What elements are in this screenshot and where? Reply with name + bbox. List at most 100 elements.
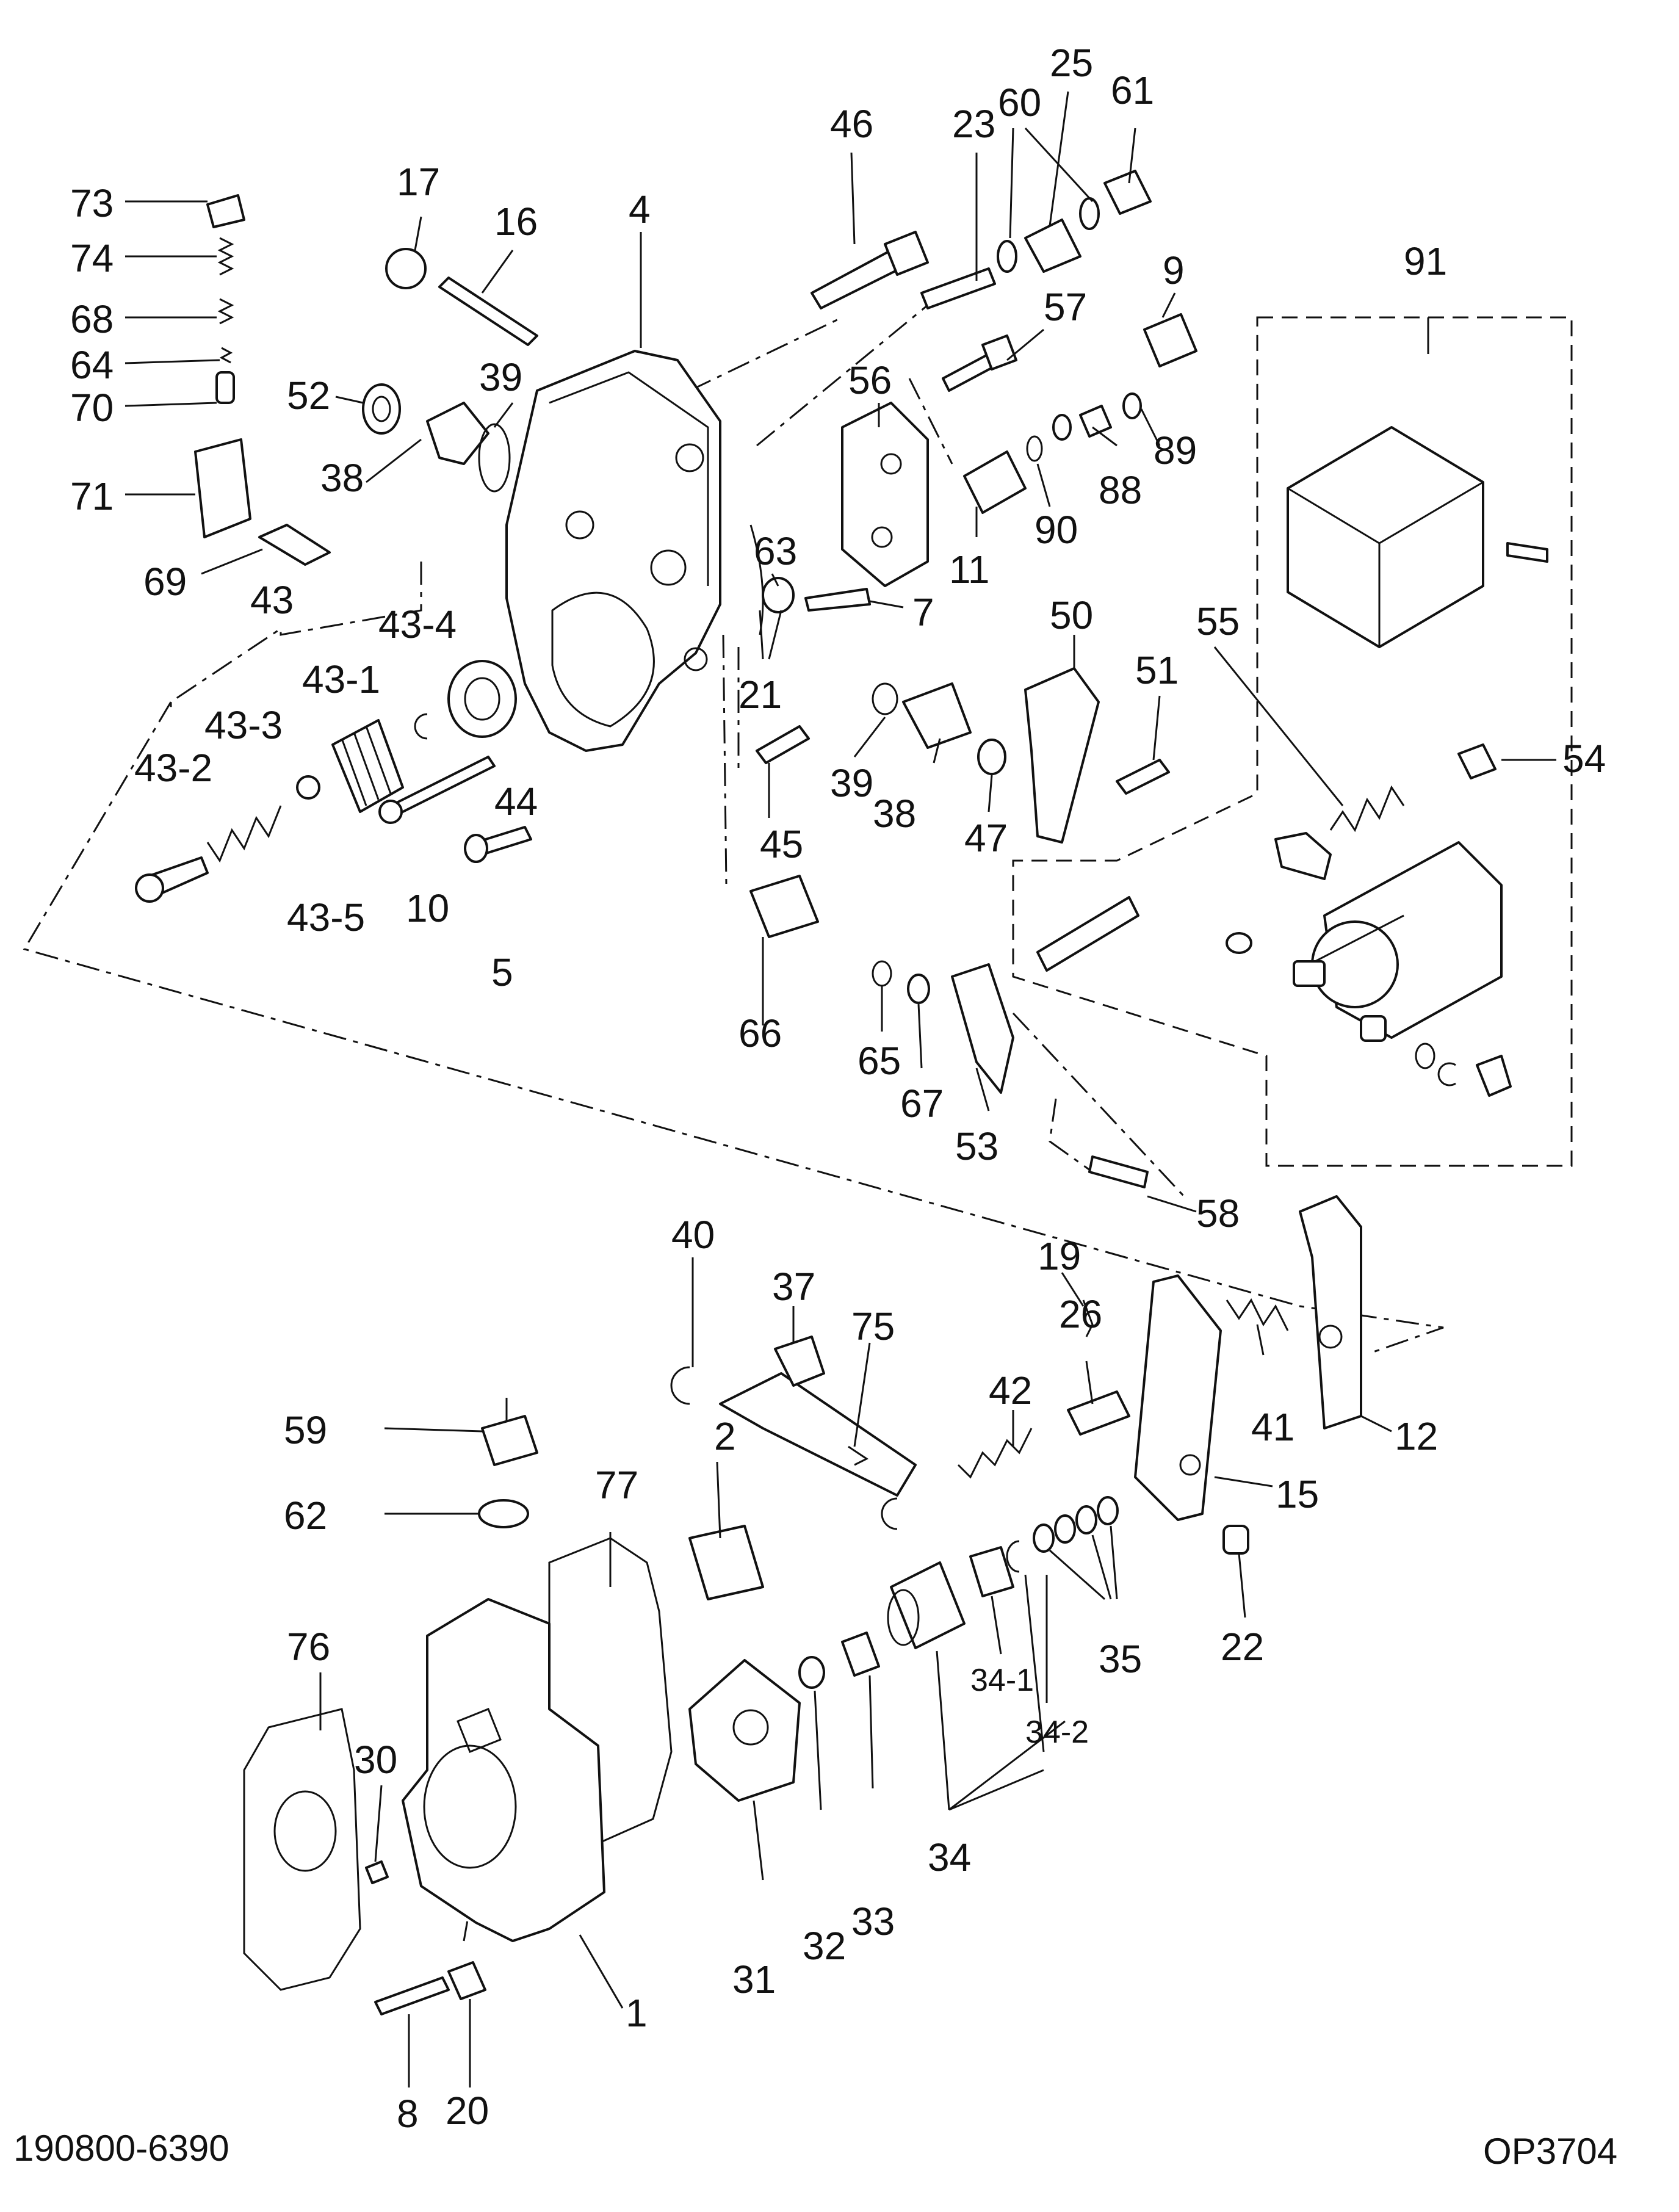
leader-lines (125, 91, 1556, 2087)
label-62: 62 (284, 1494, 327, 1538)
part-67-washer (907, 974, 930, 1004)
part-76-gasket (243, 1708, 361, 1991)
part-91-link (1293, 960, 1326, 987)
label-8: 8 (397, 2092, 419, 2136)
part-91-clip-b (1437, 1062, 1456, 1086)
part-91-washer (1226, 932, 1252, 954)
part-30-key (365, 1860, 389, 1884)
label-37: 37 (772, 1265, 815, 1309)
label-65: 65 (858, 1039, 901, 1083)
part-91-pin (1360, 1015, 1387, 1042)
label-43-3: 43-3 (204, 703, 283, 747)
center-line-66 (722, 634, 728, 886)
label-67: 67 (900, 1082, 944, 1126)
part-40-ring (670, 1366, 690, 1405)
part-39-oring-lower (872, 682, 898, 715)
part-45-bolt (756, 725, 810, 764)
part-8-stud (374, 1976, 450, 2015)
label-66: 66 (738, 1011, 782, 1055)
part-51-bolt (1116, 759, 1170, 795)
part-60-washer-a (997, 240, 1017, 273)
part-43-3-spring (206, 805, 282, 863)
part-19-spring-clip (1082, 1299, 1094, 1337)
part-58-bolt (1088, 1155, 1149, 1188)
assembly-line-43-left (23, 701, 1444, 1353)
part-88-nut (1079, 405, 1112, 438)
sheet-code: OP3704 (1483, 2131, 1618, 2172)
label-43-1: 43-1 (302, 657, 380, 701)
part-31-weight-assembly (688, 1659, 801, 1802)
label-38-upper: 38 (320, 456, 364, 500)
label-41: 41 (1251, 1405, 1294, 1449)
label-38-lower: 38 (873, 792, 916, 836)
label-7: 7 (912, 590, 934, 634)
label-17: 17 (397, 160, 440, 204)
part-2-plate (688, 1525, 764, 1600)
part-20-nut (447, 1961, 486, 2000)
label-46: 46 (830, 102, 873, 146)
label-90: 90 (1034, 508, 1078, 552)
part-75-clip (848, 1445, 868, 1466)
label-45: 45 (760, 822, 803, 866)
label-1: 1 (626, 1991, 648, 2035)
part-labels: 73 74 68 64 70 71 69 43 17 16 4 52 39 38… (70, 41, 1606, 2136)
part-47-washer (977, 739, 1006, 775)
part-44-seal (447, 660, 517, 738)
part-9-cap (1143, 313, 1197, 367)
label-30: 30 (354, 1738, 397, 1782)
label-74: 74 (70, 236, 114, 280)
part-65-oring (872, 960, 892, 987)
part-38-plug-upper (426, 402, 489, 465)
label-35: 35 (1099, 1637, 1142, 1681)
label-76: 76 (287, 1625, 330, 1669)
part-34-2-ring (1006, 1540, 1020, 1573)
part-57-bolt (942, 334, 1017, 392)
label-91: 91 (1404, 239, 1447, 283)
label-5: 5 (491, 950, 513, 994)
label-22: 22 (1221, 1625, 1264, 1669)
part-23-stud (920, 267, 996, 309)
center-line-23 (756, 304, 928, 447)
part-74-spring (217, 237, 234, 276)
label-43: 43 (250, 578, 294, 622)
part-90-oring (1026, 435, 1043, 462)
part-91-spring (1036, 896, 1139, 972)
label-68: 68 (70, 297, 114, 341)
part-43-4-clip (414, 713, 428, 740)
label-61: 61 (1111, 68, 1154, 112)
part-11-spring-sleeve (963, 450, 1027, 514)
label-57: 57 (1044, 285, 1087, 329)
label-11: 11 (949, 548, 989, 591)
label-15: 15 (1276, 1472, 1319, 1516)
part-43-2-bolt (135, 856, 209, 903)
part-91-clip-a (1415, 1043, 1435, 1069)
drawing-code: 190800-6390 (13, 2128, 229, 2169)
label-47: 47 (964, 816, 1008, 860)
label-55: 55 (1196, 599, 1240, 643)
label-77: 77 (595, 1463, 638, 1507)
part-25-sleeve (1024, 219, 1081, 273)
part-35-shims (1033, 1496, 1119, 1553)
part-41-spring (1226, 1298, 1289, 1331)
label-73: 73 (70, 181, 114, 225)
label-40: 40 (671, 1213, 715, 1257)
part-26-plate (1067, 1390, 1130, 1436)
part-22-bush (1222, 1525, 1249, 1555)
part-89-washer-b (1052, 414, 1072, 441)
label-9: 9 (1163, 248, 1185, 292)
label-21: 21 (738, 673, 782, 717)
center-line-46 (689, 316, 843, 392)
part-63-washer (762, 577, 795, 613)
part-73-clip (206, 194, 245, 228)
part-17-plug (385, 248, 427, 289)
part-55-spring (1329, 785, 1405, 833)
part-60-washer-b (1079, 197, 1100, 230)
part-91-boot (1476, 1055, 1512, 1097)
part-39-oring-upper (478, 423, 511, 493)
part-61-nut (1103, 170, 1152, 215)
label-34-2: 34-2 (1025, 1715, 1089, 1750)
label-42: 42 (989, 1368, 1032, 1412)
label-89: 89 (1154, 428, 1197, 472)
part-37-shaft (719, 1336, 917, 1497)
label-71: 71 (70, 474, 114, 518)
